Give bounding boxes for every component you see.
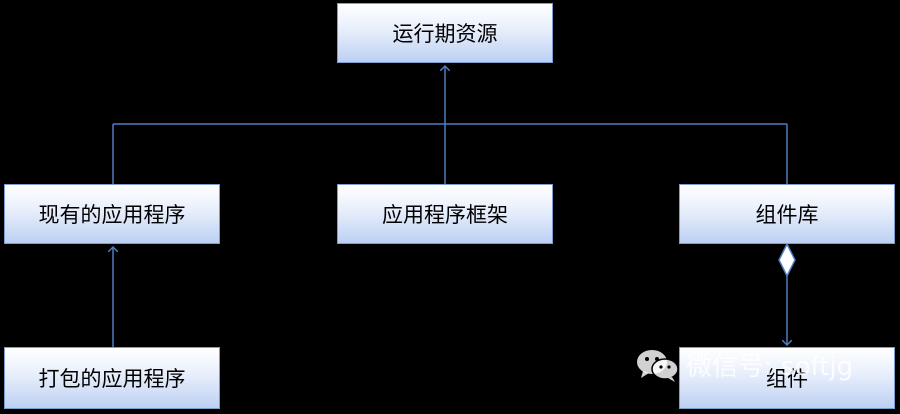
- node-runtime-resources: 运行期资源: [337, 3, 553, 63]
- node-component-library: 组件库: [679, 184, 895, 244]
- aggregation-diamond: [778, 242, 796, 278]
- node-label: 运行期资源: [392, 22, 498, 46]
- node-label: 组件库: [755, 203, 819, 227]
- node-component: 组件: [679, 347, 895, 409]
- node-label: 现有的应用程序: [38, 203, 186, 227]
- node-packaged-application: 打包的应用程序: [4, 347, 220, 409]
- node-label: 应用程序框架: [382, 203, 508, 227]
- node-application-framework: 应用程序框架: [337, 184, 553, 244]
- node-existing-application: 现有的应用程序: [4, 184, 220, 244]
- node-label: 打包的应用程序: [38, 367, 186, 391]
- node-label: 组件: [766, 367, 808, 391]
